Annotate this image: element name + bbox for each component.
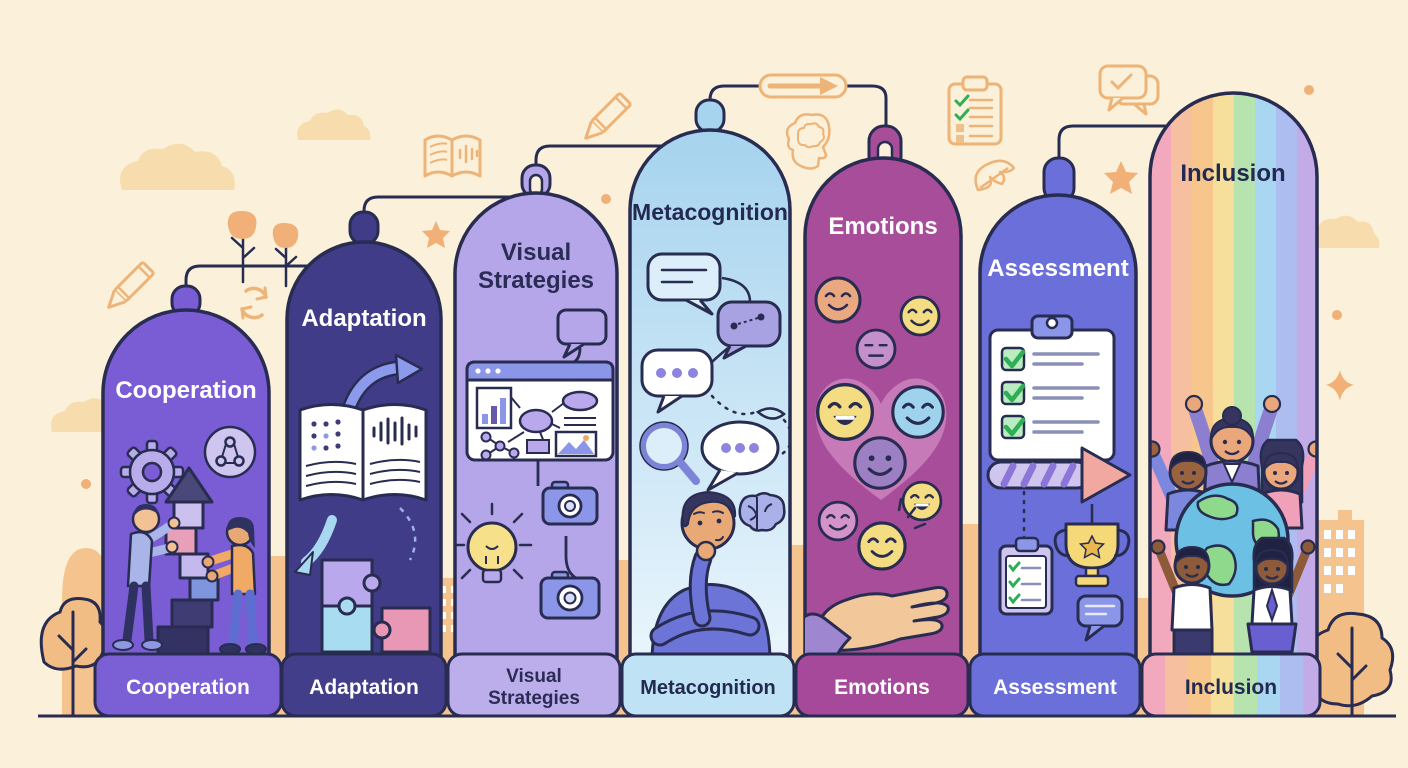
pillar-top-label: Emotions <box>828 213 937 240</box>
trophy-icon <box>1053 522 1131 588</box>
person-building-right <box>201 516 267 655</box>
down-arrow-icon <box>294 515 337 576</box>
pencil-icon <box>584 92 632 140</box>
emoji-neutral <box>855 328 897 370</box>
accent-dots <box>81 85 1342 489</box>
sparkle-icon <box>1326 370 1354 401</box>
person-building-left <box>112 503 181 651</box>
accessible-book-icon <box>298 403 428 502</box>
team-badge-icon <box>203 425 257 479</box>
thought-bubble-dots <box>700 420 780 492</box>
pillar-base-label: Cooperation <box>126 676 250 699</box>
pillar-top-label-line1: Visual <box>501 239 571 266</box>
adult-right <box>1258 438 1317 530</box>
pillar-top-label: Adaptation <box>301 305 426 332</box>
pillar-base-label: Adaptation <box>309 676 419 699</box>
sync-arrows-icon <box>240 286 268 320</box>
pillar-top-label: Metacognition <box>632 199 788 225</box>
base-adaptation: Adaptation <box>280 652 448 718</box>
pillar-metacognition: Metacognition <box>628 128 792 662</box>
open-hand-icon <box>805 586 950 660</box>
brain-profile-doodle <box>785 113 831 170</box>
emoji-on-hand <box>857 521 907 571</box>
checklist-doodle <box>947 75 1003 146</box>
base-metacognition: Metacognition <box>620 652 796 718</box>
emoji-happy <box>817 500 859 542</box>
emoji-calm <box>891 385 945 439</box>
pillar-cooperation: Cooperation <box>101 308 271 662</box>
pillar-top-label-line2: Strategies <box>478 267 594 294</box>
thought-bubble-dots <box>640 348 714 414</box>
speech-bubble-icon <box>556 308 608 359</box>
thought-bubble-lines <box>646 252 722 316</box>
puzzle-icon <box>320 558 432 654</box>
pillar-base-label: Inclusion <box>1185 676 1277 699</box>
chat-icon <box>1076 594 1124 642</box>
clouds <box>50 109 1380 432</box>
emoji-smile <box>853 436 907 490</box>
child-right <box>1246 536 1316 654</box>
emoji-relaxed <box>899 295 941 337</box>
gear-icon <box>119 439 185 505</box>
pill-arrow-doodle <box>758 73 848 99</box>
base-assessment: Assessment <box>968 652 1142 718</box>
leaf-marker <box>755 407 786 420</box>
pillar-base-label: Emotions <box>834 676 930 699</box>
camera-icon <box>539 570 601 620</box>
pillar-base-label-line1: Visual <box>506 666 562 687</box>
chat-check-doodle <box>1098 64 1160 116</box>
progress-arrow-icon <box>986 446 1132 504</box>
open-book-doodle <box>423 134 482 178</box>
pillar-visual-strategies: Visual Strategies <box>453 191 619 662</box>
emoji-laughing <box>816 383 874 441</box>
pencil-icon <box>107 261 155 309</box>
outlined-tree-left <box>39 597 108 718</box>
pillar-base-label-line2: Strategies <box>488 688 580 709</box>
child-left <box>1150 539 1214 658</box>
base-cooperation: Cooperation <box>93 652 283 718</box>
mini-clipboard-icon <box>998 536 1054 616</box>
base-emotions: Emotions <box>794 652 970 718</box>
pillar-bases: Cooperation Adaptation Visual Strategies… <box>93 652 1322 718</box>
base-visual-strategies: Visual Strategies <box>446 652 622 718</box>
thought-bubble-idea <box>716 300 782 360</box>
base-inclusion: Inclusion <box>1140 652 1322 718</box>
lightbulb-icon <box>455 502 533 584</box>
thinking-person <box>649 490 772 660</box>
checklist-clipboard-icon <box>988 314 1116 462</box>
pillar-assessment: Assessment <box>978 193 1138 662</box>
emoji-happy <box>814 276 862 324</box>
pillar-top-label: Cooperation <box>115 377 256 404</box>
leaf-doodle <box>974 159 1016 192</box>
thought-path-dotted <box>710 394 790 456</box>
pillar-base-label: Metacognition <box>640 677 776 699</box>
graphic-organizer-window <box>465 360 615 462</box>
molecule-glyph <box>480 431 520 461</box>
pillar-top-label: Inclusion <box>1180 160 1285 187</box>
magnifier-icon <box>639 421 700 485</box>
camera-icon <box>541 480 599 526</box>
celebrating-people <box>1150 394 1317 658</box>
pillar-adaptation: Adaptation <box>285 240 443 662</box>
pillar-inclusion: Inclusion <box>1148 91 1319 662</box>
small-trees <box>227 210 299 288</box>
sparkle-lines <box>897 497 927 530</box>
star-icon <box>422 161 1138 248</box>
pillar-base-label: Assessment <box>993 676 1117 699</box>
brain-icon <box>738 492 786 532</box>
pillar-top-label: Assessment <box>987 255 1128 282</box>
pillar-emotions: Emotions <box>803 156 963 662</box>
